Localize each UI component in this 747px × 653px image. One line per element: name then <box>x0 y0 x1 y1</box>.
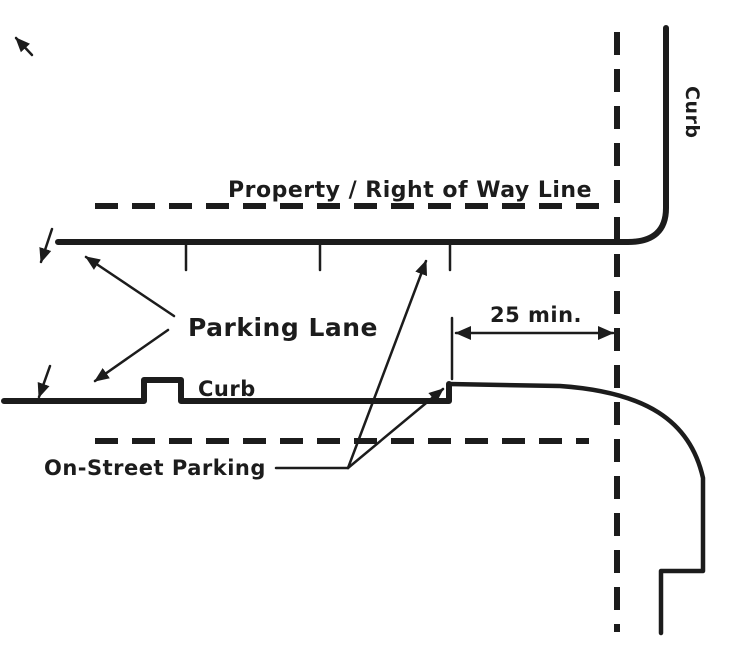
left-edge-tick-upper <box>39 227 54 264</box>
left-edge-tick-lower <box>37 364 52 399</box>
dimension-arrow-left <box>455 326 471 340</box>
corner-arrow <box>14 36 34 57</box>
curb-return-line <box>446 381 706 636</box>
on-street-arrow-long <box>346 259 428 470</box>
curb-vertical-label: Curb <box>681 86 703 138</box>
on-street-arrow-short <box>346 387 445 470</box>
parking-lane-arrow-lower <box>93 328 170 383</box>
street-curb-line <box>1 377 452 404</box>
dimension-arrow-right <box>598 326 614 340</box>
parking-lane-arrow-upper <box>84 255 176 318</box>
property-row-line-label: Property / Right of Way Line <box>228 178 592 203</box>
curb-street-label: Curb <box>198 377 256 401</box>
parking-lane-label: Parking Lane <box>188 313 378 342</box>
dimension-25min-label: 25 min. <box>490 303 582 327</box>
right-curb-line <box>55 25 669 245</box>
on-street-parking-label: On-Street Parking <box>44 456 266 480</box>
